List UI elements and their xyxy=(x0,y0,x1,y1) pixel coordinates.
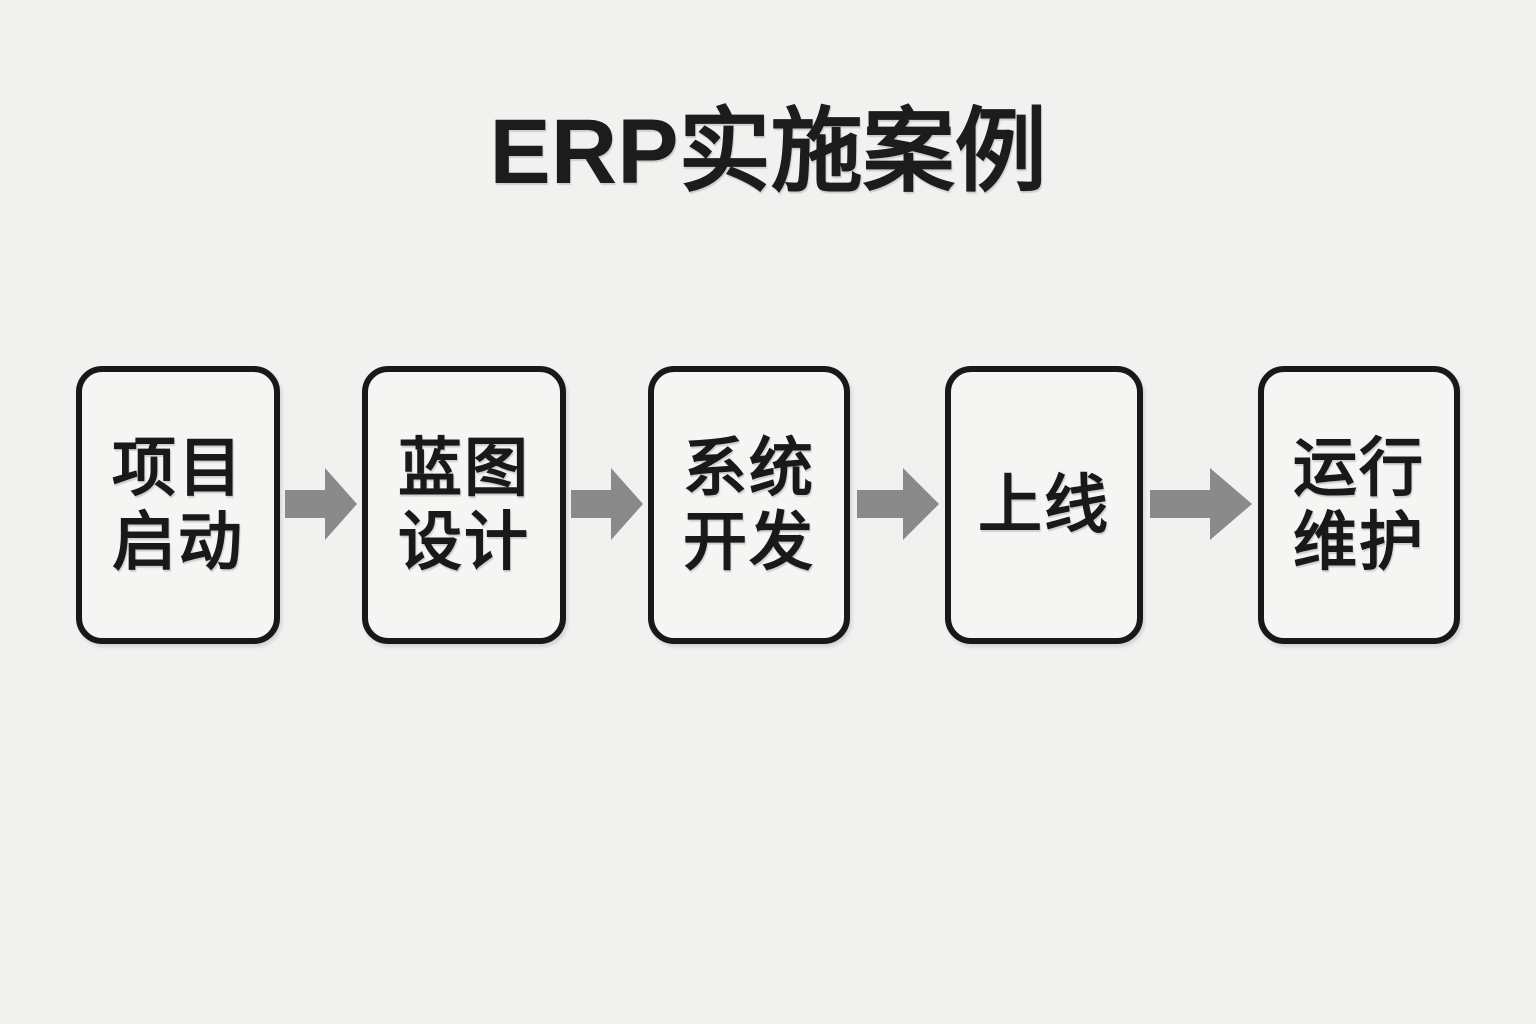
process-flow-diagram: 项目 启动 蓝图 设计 系统 开发 xyxy=(76,366,1460,644)
flow-step-3-label-line1: 系统 xyxy=(683,432,815,504)
flow-step-2-blueprint-design[interactable]: 蓝图 设计 xyxy=(362,366,566,644)
flow-step-1-project-kickoff[interactable]: 项目 启动 xyxy=(76,366,280,644)
flow-step-4-label-line1: 上线 xyxy=(978,469,1110,541)
right-arrow-icon-4 xyxy=(1150,468,1252,540)
flow-step-5-label-line2: 维护 xyxy=(1293,506,1425,578)
page-title: ERP实施案例 xyxy=(489,101,1047,203)
flow-step-4-go-live[interactable]: 上线 xyxy=(945,366,1143,644)
right-arrow-icon-1 xyxy=(285,468,357,540)
flow-step-1-label-line2: 启动 xyxy=(112,506,244,578)
flow-step-3-system-development[interactable]: 系统 开发 xyxy=(648,366,850,644)
flow-step-5-label-line1: 运行 xyxy=(1293,432,1425,504)
right-arrow-icon-2 xyxy=(571,468,643,540)
flow-step-3-label-line2: 开发 xyxy=(683,506,815,578)
flow-step-2-label-line2: 设计 xyxy=(398,506,530,578)
flow-step-1-label-line1: 项目 xyxy=(112,432,244,504)
right-arrow-icon-3 xyxy=(857,468,939,540)
flow-step-2-label-line1: 蓝图 xyxy=(398,432,530,504)
flow-step-5-operation-maintenance[interactable]: 运行 维护 xyxy=(1258,366,1460,644)
